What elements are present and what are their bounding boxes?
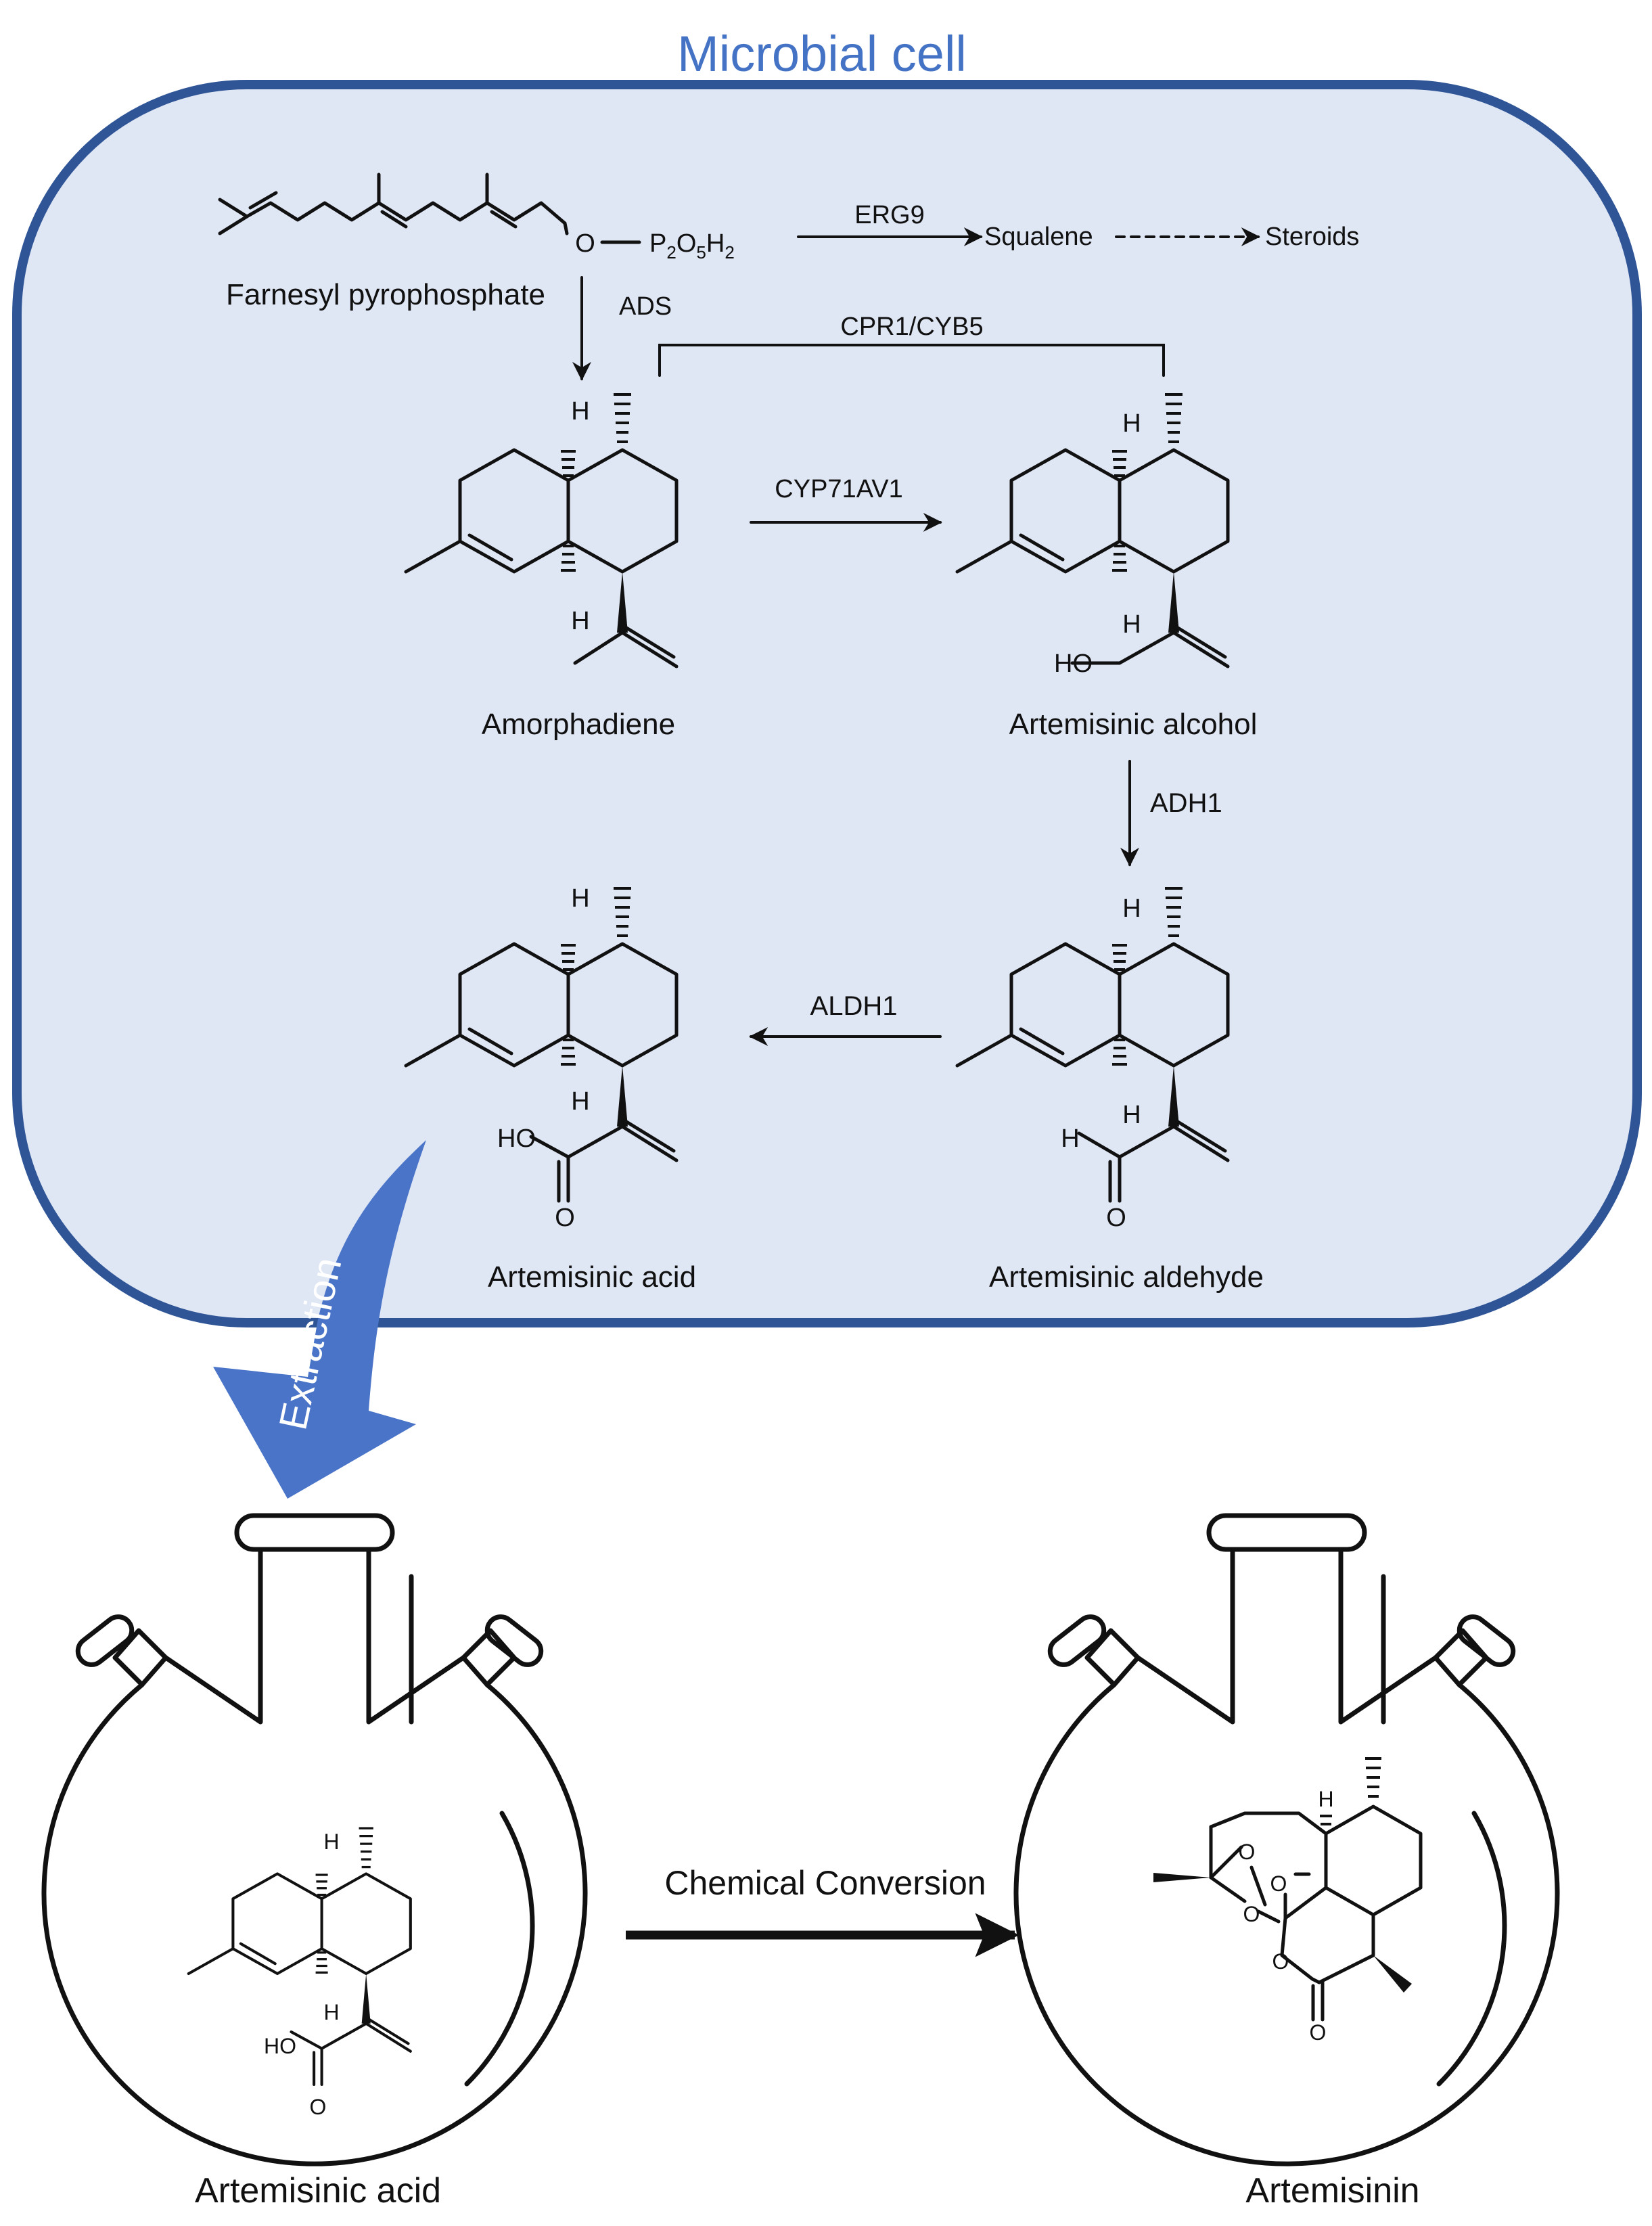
flask-left-label: Artemisinic acid [195, 2171, 441, 2210]
alcohol-hydroxyl: HO [1054, 650, 1093, 678]
extraction-arrow [213, 1140, 426, 1499]
artemisinic-acid-label: Artemisinic acid [488, 1260, 696, 1294]
enzyme-aldh1: ALDH1 [810, 991, 898, 1021]
artemisinic-aldehyde-structure [957, 888, 1230, 1203]
artemisinin-oxygen-1: O [1239, 1840, 1256, 1864]
artemisinic-acid-structure [406, 888, 679, 1203]
flask-acid-hydroxyl: HO [264, 2034, 296, 2058]
acid-hydroxyl: HO [497, 1125, 536, 1153]
artemisinin-oxygen-3: O [1243, 1902, 1260, 1926]
flask-right-label: Artemisinin [1245, 2171, 1419, 2210]
enzyme-erg9: ERG9 [854, 201, 924, 229]
flask-left [41, 1513, 588, 2166]
flask-acid-h-bottom: H [323, 2000, 339, 2024]
fpp-label: Farnesyl pyrophosphate [226, 278, 545, 311]
aldehyde-hydrogen: H [1061, 1125, 1079, 1153]
amorphadiene-h-top: H [571, 397, 589, 426]
amorphadiene-h-bottom: H [571, 607, 589, 635]
artemisinin-oxygen-4: O [1272, 1949, 1289, 1974]
enzyme-cpr1-cyb5: CPR1/CYB5 [840, 313, 983, 341]
farnesyl-pyrophosphate-structure [218, 173, 641, 244]
artemisinin-h: H [1318, 1787, 1333, 1811]
cell-title: Microbial cell [677, 26, 967, 82]
steroids-label: Steroids [1265, 223, 1359, 251]
acid-h-top: H [571, 884, 589, 913]
microbial-cell [12, 80, 1642, 1327]
artemisinin-structure [1153, 1757, 1423, 2022]
artemisinic-alcohol-structure [957, 394, 1230, 668]
artemisinic-alcohol-label: Artemisinic alcohol [1009, 708, 1258, 741]
cpr1-cyb5-bracket [658, 344, 1165, 377]
flask-acid-h-top: H [323, 1830, 339, 1854]
fpp-phosphate-group: P2O5H2 [649, 229, 735, 263]
enzyme-cyp71av1: CYP71AV1 [775, 475, 902, 503]
chemical-conversion-label: Chemical Conversion [664, 1864, 986, 1902]
artemisinic-aldehyde-label: Artemisinic aldehyde [989, 1260, 1264, 1294]
aldehyde-h-bottom: H [1122, 1101, 1141, 1129]
flask-acid-oxygen: O [310, 2095, 327, 2119]
enzyme-adh1: ADH1 [1150, 788, 1222, 818]
fpp-oxygen: O [575, 229, 595, 258]
amorphadiene-label: Amorphadiene [482, 708, 675, 741]
flask-right [1013, 1513, 1560, 2166]
enzyme-ads: ADS [619, 292, 672, 321]
artemisinin-oxygen-5: O [1310, 2020, 1327, 2045]
alcohol-h-top: H [1122, 409, 1141, 438]
artemisinin-oxygen-2: O [1270, 1871, 1287, 1896]
flask-left-artemisinic-acid-structure [189, 1828, 412, 2087]
aldehyde-oxygen: O [1106, 1204, 1126, 1232]
aldehyde-h-top: H [1122, 894, 1141, 923]
alcohol-h-bottom: H [1122, 610, 1141, 639]
acid-h-bottom: H [571, 1087, 589, 1116]
squalene-label: Squalene [984, 223, 1093, 251]
acid-oxygen: O [555, 1204, 575, 1232]
